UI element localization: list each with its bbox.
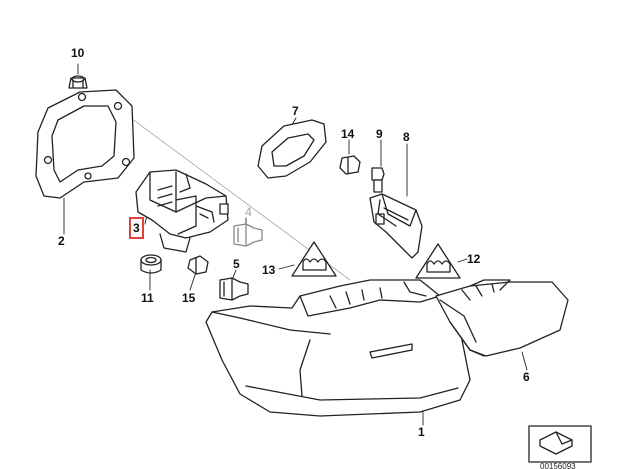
part-11-grommet (140, 254, 162, 274)
part-4-bulb (233, 223, 263, 247)
callout-5[interactable]: 5 (233, 257, 240, 271)
callout-8[interactable]: 8 (403, 130, 410, 144)
part-10-nut (68, 75, 88, 89)
part-1-tail-light (205, 279, 471, 417)
diagram-code: 00156093 (540, 462, 576, 469)
callout-1[interactable]: 1 (418, 425, 425, 439)
callout-14[interactable]: 14 (341, 127, 355, 141)
callout-10[interactable]: 10 (71, 46, 85, 60)
callout-13[interactable]: 13 (262, 263, 276, 277)
callout-7[interactable]: 7 (292, 104, 299, 118)
part-6-inner-light (435, 279, 569, 357)
part-9-screw (371, 167, 385, 193)
part-8-bracket (369, 193, 423, 259)
part-7-trim (257, 119, 327, 179)
callout-3-highlighted[interactable]: 3 (129, 217, 144, 239)
warning-triangle-12 (415, 243, 461, 279)
callout-11[interactable]: 11 (141, 291, 154, 305)
part-3-bulb-holder (135, 169, 229, 253)
part-2-gasket (35, 89, 135, 199)
callout-6[interactable]: 6 (523, 370, 530, 384)
direction-symbol (528, 425, 592, 463)
callout-2[interactable]: 2 (58, 234, 65, 248)
callout-9[interactable]: 9 (376, 127, 383, 141)
callout-15[interactable]: 15 (182, 291, 196, 305)
warning-triangle-13 (291, 241, 337, 277)
part-5-bulb (219, 277, 249, 301)
part-14-nut (339, 155, 361, 175)
callout-12[interactable]: 12 (467, 252, 481, 266)
callout-4[interactable]: 4 (245, 205, 252, 219)
part-15-socket (187, 255, 209, 275)
